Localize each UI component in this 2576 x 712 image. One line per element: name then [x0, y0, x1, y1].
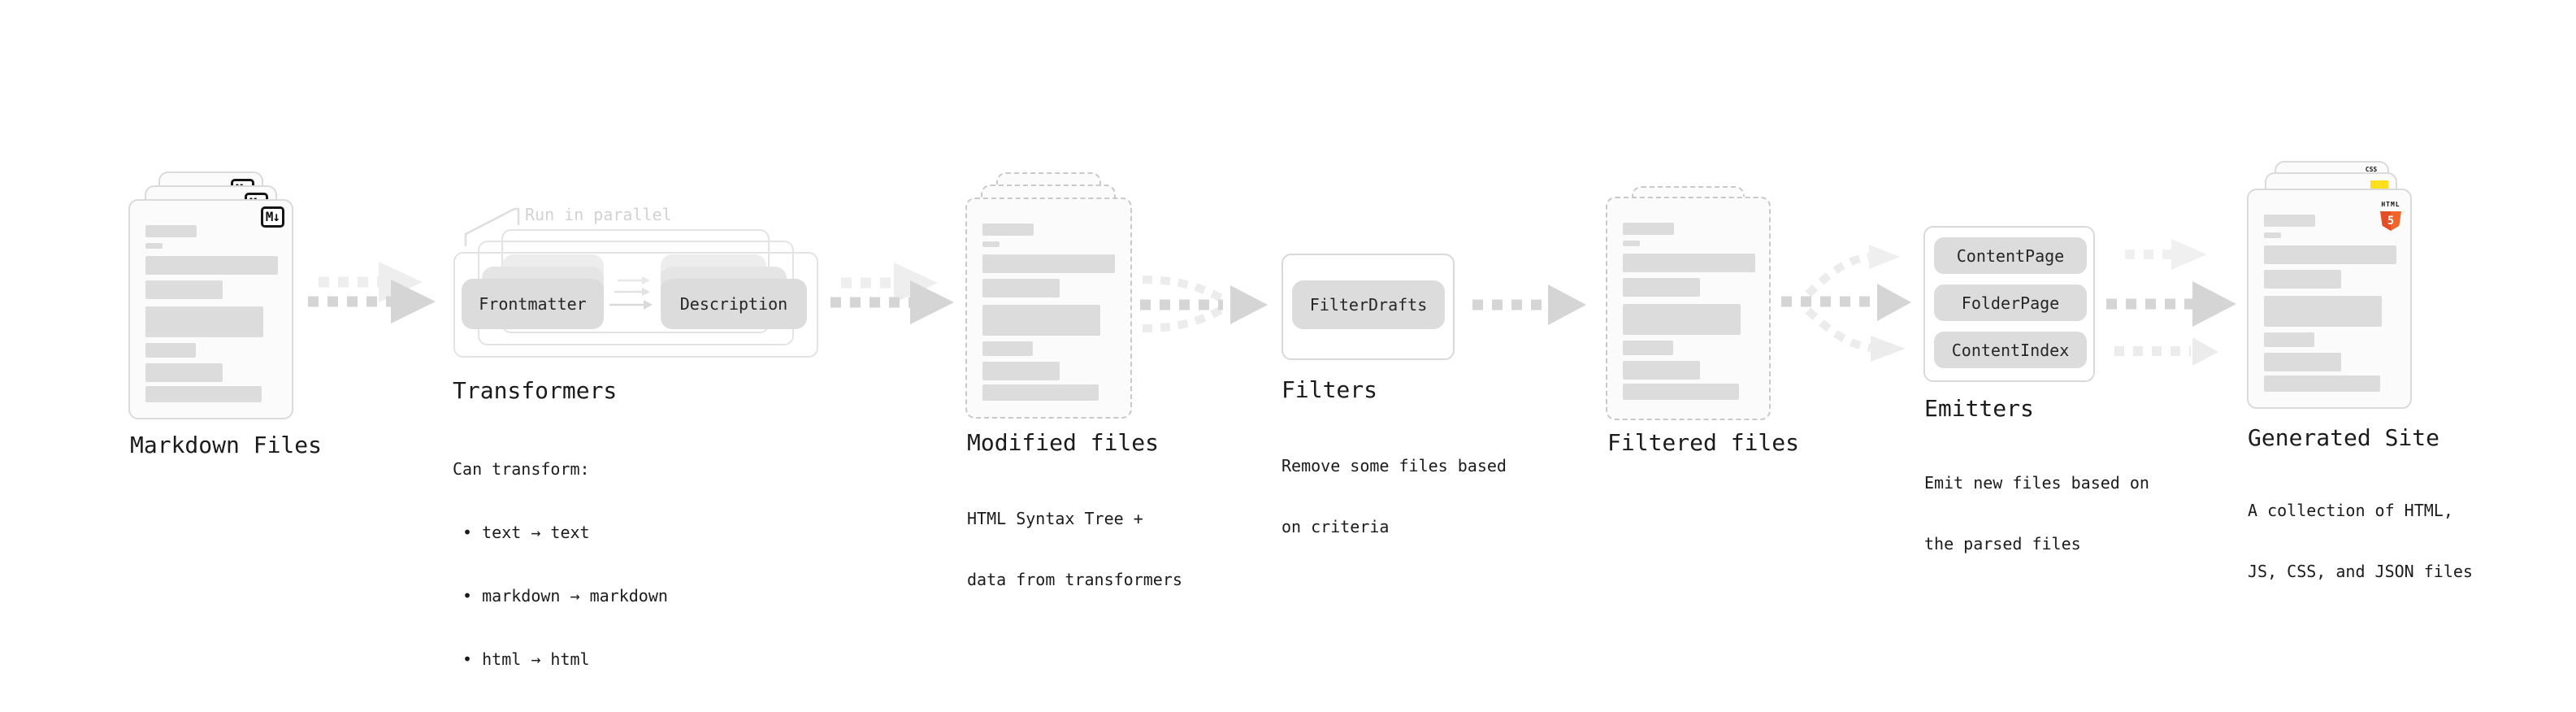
- markdown-icon: M↓: [260, 206, 284, 228]
- transformers-desc-line: • html → html: [453, 649, 590, 669]
- skeleton-text-bar: [982, 384, 1099, 401]
- skeleton-text-bar: [145, 256, 278, 275]
- flow-arrows-layer: [308, 207, 2236, 366]
- markdown-file-card-front: M↓: [128, 199, 293, 419]
- modified-files-label: Modified files: [967, 429, 1160, 456]
- arrow-modified-to-filters-merge: [1140, 276, 1268, 332]
- description-chip-label: Description: [679, 294, 788, 314]
- skeleton-text-bar: [1623, 361, 1700, 380]
- html5-icon-shield: 5: [2380, 211, 2401, 231]
- skeleton-text-bar: [2264, 376, 2380, 392]
- generated-site-desc-line: A collection of HTML,: [2248, 501, 2453, 520]
- arrow-markdown-to-transformers: [308, 262, 436, 323]
- contentindex-chip: ContentIndex: [1934, 332, 2087, 368]
- transformer-group-box-front: [453, 252, 818, 358]
- folderpage-chip-label: FolderPage: [1961, 293, 2060, 313]
- filters-group-box: [1281, 254, 1455, 360]
- filtered-files-label: Filtered files: [1607, 429, 1800, 456]
- skeleton-text-bar: [1623, 304, 1741, 335]
- skeleton-text-bar: [2264, 296, 2382, 327]
- filters-desc-line: Remove some files based: [1281, 456, 1507, 475]
- filters-label: Filters: [1281, 376, 1378, 403]
- skeleton-text-bar: [982, 341, 1033, 356]
- skeleton-text-bar: [145, 363, 223, 382]
- skeleton-text-bar: [145, 306, 263, 337]
- generated-site-label: Generated Site: [2248, 424, 2440, 451]
- skeleton-text-bar: [1623, 341, 1673, 355]
- skeleton-text-bar: [982, 254, 1115, 273]
- transformers-description: Can transform: • text → text • markdown …: [453, 416, 668, 712]
- transformers-desc-line: Can transform:: [453, 459, 590, 479]
- skeleton-text-bar: [982, 241, 1000, 247]
- contentindex-chip-label: ContentIndex: [1951, 340, 2070, 360]
- run-in-parallel-note: Run in parallel: [525, 205, 672, 224]
- skeleton-text-bar: [982, 362, 1060, 380]
- site-file-card-html: HTML 5: [2247, 189, 2412, 409]
- skeleton-text-bar: [2264, 215, 2315, 227]
- arrow-transformers-to-modified: [830, 263, 954, 324]
- skeleton-text-bar: [1623, 241, 1640, 246]
- frontmatter-chip: Frontmatter: [462, 279, 604, 329]
- filterdrafts-chip-label: FilterDrafts: [1309, 295, 1428, 315]
- contentpage-chip: ContentPage: [1934, 237, 2087, 274]
- skeleton-text-bar: [145, 386, 262, 402]
- skeleton-text-bar: [2264, 232, 2281, 238]
- modified-file-card-front: [965, 198, 1132, 419]
- skeleton-text-bar: [2264, 245, 2396, 264]
- emitters-desc-line: Emit new files based on: [1924, 473, 2149, 493]
- contentpage-chip-label: ContentPage: [1956, 245, 2065, 266]
- arrow-filters-to-filtered: [1472, 284, 1586, 325]
- run-in-parallel-leader-line: [464, 207, 520, 246]
- html5-icon-label: HTML: [2381, 201, 2400, 208]
- skeleton-text-bar: [1623, 254, 1755, 272]
- filters-desc-line: on criteria: [1281, 517, 1390, 536]
- transformers-desc-line: • text → text: [453, 523, 590, 542]
- emitters-label: Emitters: [1924, 395, 2034, 422]
- frontmatter-chip-label: Frontmatter: [479, 294, 587, 314]
- skeleton-text-bar: [2264, 332, 2314, 347]
- generated-site-description: A collection of HTML, JS, CSS, and JSON …: [2248, 460, 2473, 623]
- skeleton-text-bar: [982, 224, 1034, 236]
- filterdrafts-chip: FilterDrafts: [1292, 280, 1445, 329]
- transformers-label: Transformers: [453, 377, 618, 404]
- chip-flow-arrows: [609, 276, 653, 310]
- emitters-group-box: [1923, 226, 2095, 382]
- html5-icon: HTML 5: [2379, 194, 2403, 231]
- filtered-file-card-front: [1606, 197, 1771, 420]
- folderpage-chip: FolderPage: [1934, 284, 2087, 321]
- arrow-emitters-to-site: [2106, 239, 2236, 366]
- skeleton-text-bar: [145, 225, 197, 237]
- arrow-filtered-to-emitters-fanout: [1781, 245, 1911, 362]
- emitters-description: Emit new files based on the parsed files: [1924, 432, 2149, 595]
- description-chip: Description: [661, 279, 807, 329]
- skeleton-text-bar: [145, 243, 163, 249]
- css-icon-label: CSS: [2365, 166, 2378, 173]
- transformers-desc-line: • markdown → markdown: [453, 586, 668, 606]
- skeleton-text-bar: [982, 305, 1100, 336]
- skeleton-text-bar: [2264, 270, 2341, 289]
- skeleton-text-bar: [1623, 384, 1739, 400]
- skeleton-text-bar: [1623, 278, 1700, 297]
- skeleton-text-bar: [982, 279, 1060, 297]
- emitters-desc-line: the parsed files: [1924, 534, 2081, 554]
- skeleton-text-bar: [2264, 353, 2341, 371]
- modified-files-desc-line: data from transformers: [967, 570, 1182, 589]
- modified-files-description: HTML Syntax Tree + data from transformer…: [967, 468, 1182, 631]
- pipeline-diagram: M↓ M↓ M↓ Markdown Files Run in parallel …: [128, 161, 2473, 669]
- filters-description: Remove some files based on criteria: [1281, 415, 1507, 578]
- skeleton-text-bar: [1623, 223, 1674, 235]
- modified-files-desc-line: HTML Syntax Tree +: [967, 509, 1143, 528]
- generated-site-desc-line: JS, CSS, and JSON files: [2248, 562, 2473, 581]
- skeleton-text-bar: [145, 343, 196, 358]
- markdown-files-label: Markdown Files: [130, 432, 323, 458]
- skeleton-text-bar: [145, 280, 223, 299]
